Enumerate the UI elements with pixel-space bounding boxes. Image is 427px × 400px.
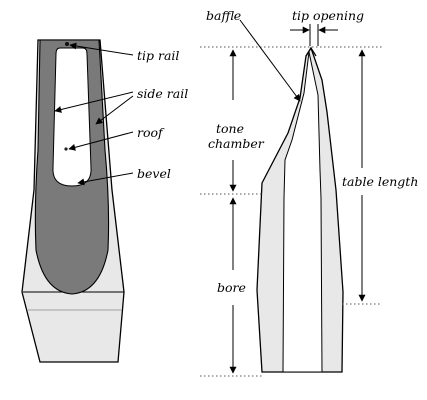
tip-rail-arrow [69,42,134,56]
tip-rail-dot [65,42,69,46]
front-view [21,39,125,363]
label-table-length: table length [342,174,418,189]
window-roof [52,47,92,187]
side-view [256,46,344,373]
side-rail-arrow-right [95,95,134,125]
label-tip-rail: tip rail [137,48,179,63]
roof-arrow [68,131,134,151]
front-leaders [54,42,134,186]
baffle-arrow [239,19,301,102]
label-tip-opening: tip opening [292,8,364,23]
side-rail-arrow-left [54,91,134,113]
tip [305,46,317,57]
bevel-arrow [77,172,134,186]
label-roof: roof [137,125,165,140]
tone-chamber-bore [282,51,323,373]
roof-dot [64,147,68,151]
label-side-rail: side rail [137,86,188,101]
label-bore: bore [217,280,246,295]
dotted-guides [200,46,382,377]
side-dimensions [229,19,366,374]
label-baffle: baffle [206,8,241,23]
label-bevel: bevel [137,166,171,181]
label-tone: tone [216,121,244,136]
label-chamber: chamber [208,136,265,151]
